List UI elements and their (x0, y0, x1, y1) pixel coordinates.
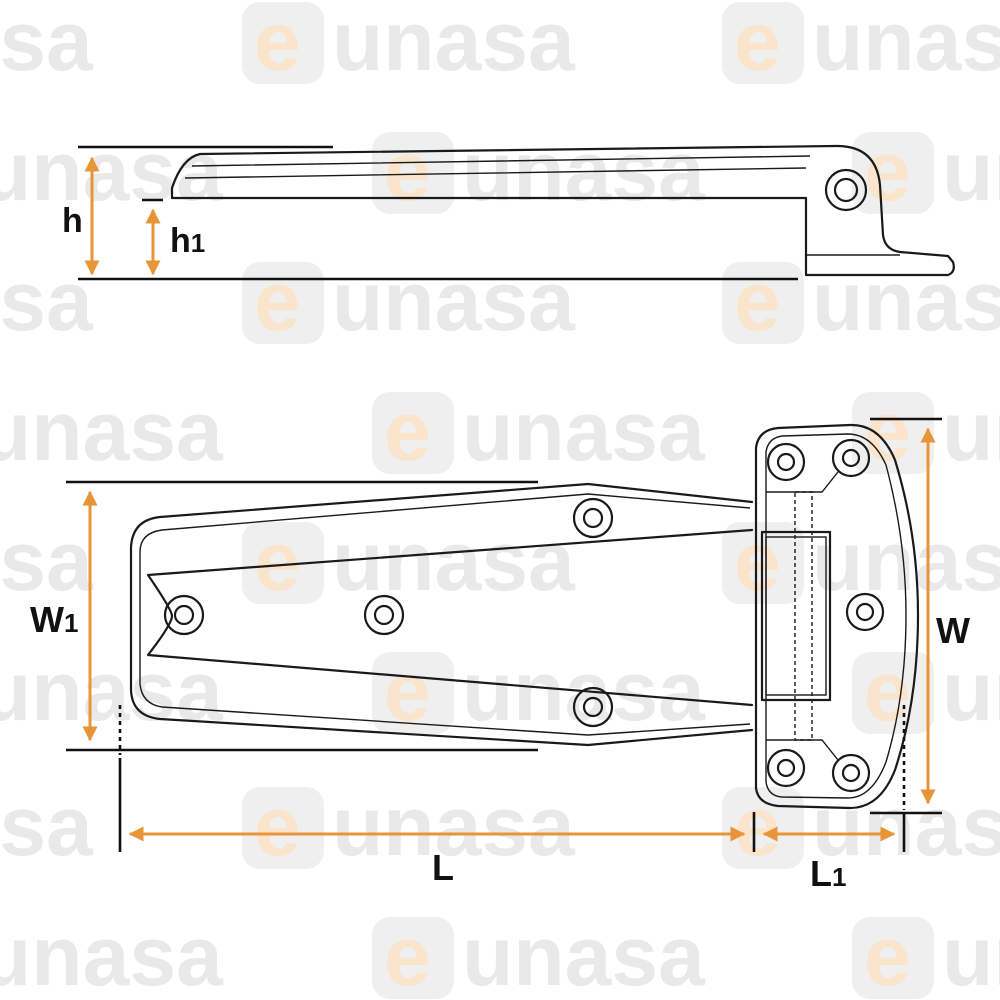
svg-text:e: e (254, 0, 301, 88)
plate-screw-hole (766, 442, 806, 482)
knuckle-slot (760, 530, 832, 702)
svg-text:e: e (864, 909, 911, 1000)
side-view: h h1 (62, 144, 955, 281)
svg-text:unasa: unasa (942, 909, 1000, 1000)
svg-text:unasa: unasa (332, 0, 576, 88)
plate-screw-hole (845, 592, 885, 632)
svg-text:unasa: unasa (0, 909, 224, 1000)
svg-text:unasa: unasa (0, 779, 94, 873)
svg-text:unasa: unasa (812, 779, 1000, 873)
plate-chamfer-lines (766, 471, 839, 761)
svg-text:unasa: unasa (0, 124, 224, 218)
svg-text:unasa: unasa (942, 384, 1000, 478)
svg-text:e: e (734, 254, 781, 348)
svg-text:unasa: unasa (0, 514, 94, 608)
arm-screw-hole (572, 497, 614, 539)
svg-text:unasa: unasa (332, 514, 576, 608)
svg-text:unasa: unasa (332, 254, 576, 348)
svg-text:unasa: unasa (462, 384, 706, 478)
dim-label-l: L (432, 847, 454, 888)
svg-text:unasa: unasa (332, 779, 576, 873)
svg-text:e: e (254, 779, 301, 873)
arm-screw-hole (572, 686, 614, 728)
dim-label-h: h (62, 202, 83, 240)
dim-label-h1: h1 (170, 222, 205, 260)
svg-text:unasa: unasa (812, 0, 1000, 88)
top-arm-groove (146, 528, 754, 707)
plate-screw-hole (831, 753, 871, 793)
dim-label-w: W (936, 610, 970, 651)
mounting-plate-outer (754, 423, 920, 810)
svg-text:unasa: unasa (0, 254, 94, 348)
side-arm-bevel (184, 155, 811, 179)
svg-text:unasa: unasa (462, 909, 706, 1000)
mounting-plate-inner (765, 433, 907, 799)
svg-text:unasa: unasa (812, 254, 1000, 348)
svg-text:e: e (384, 909, 431, 1000)
svg-text:unasa: unasa (942, 124, 1000, 218)
arm-screw-hole (163, 594, 205, 636)
svg-text:e: e (864, 124, 911, 218)
top-view: W1 W L L1 (30, 417, 970, 894)
svg-text:unasa: unasa (0, 644, 224, 738)
top-arm-outer (129, 482, 754, 747)
plate-screw-hole (831, 438, 871, 478)
side-arm-outline (170, 144, 955, 277)
svg-text:e: e (734, 0, 781, 88)
svg-text:unasa: unasa (942, 644, 1000, 738)
knuckle-slot-inner (765, 536, 827, 696)
side-pivot-pin-outer (824, 168, 868, 212)
svg-text:e: e (254, 254, 301, 348)
svg-text:e: e (384, 124, 431, 218)
arm-screw-hole (363, 594, 405, 636)
plate-screw-hole (766, 748, 806, 788)
top-arm-bevel (139, 493, 751, 736)
svg-text:unasa: unasa (0, 384, 224, 478)
side-pivot-pin-inner (833, 177, 859, 203)
svg-text:e: e (254, 514, 301, 608)
svg-text:unasa: unasa (0, 0, 94, 88)
dim-label-w1: W1 (30, 599, 78, 640)
svg-text:e: e (734, 514, 781, 608)
svg-text:e: e (384, 384, 431, 478)
dim-label-l1: L1 (810, 853, 846, 894)
